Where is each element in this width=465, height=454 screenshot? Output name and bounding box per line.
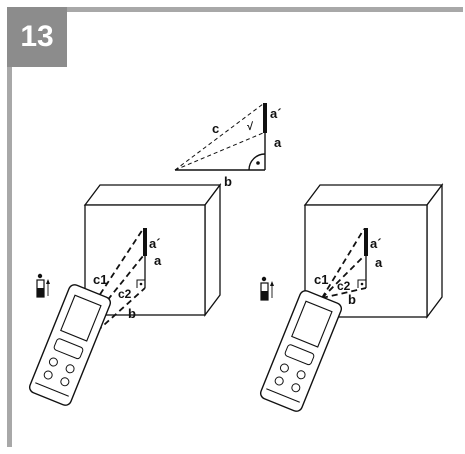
left-laser-device bbox=[28, 284, 112, 406]
left-label-c2: c2 bbox=[118, 287, 132, 301]
triangle-dashed-to-a bbox=[174, 132, 264, 171]
device-reference-top-icon bbox=[260, 276, 274, 301]
right-line-b bbox=[321, 287, 367, 299]
left-device-button bbox=[48, 357, 58, 367]
right-label-a: a bbox=[375, 255, 383, 270]
right-label-c1: c1 bbox=[314, 272, 328, 287]
left-right-angle-dot bbox=[139, 282, 143, 286]
right-wall-side bbox=[426, 183, 443, 319]
right-label-b: b bbox=[348, 292, 356, 307]
left-scene: a´ a c1 c2 b bbox=[28, 183, 222, 406]
right-scene: a´ a c1 c2 b bbox=[259, 183, 444, 412]
left-wall-top bbox=[83, 184, 222, 206]
left-right-angle bbox=[136, 279, 145, 288]
left-device-screen bbox=[60, 294, 102, 342]
triangle-dashed-c bbox=[174, 103, 264, 171]
left-device-button bbox=[65, 364, 75, 374]
left-device-button-main bbox=[53, 338, 84, 360]
label-c: c bbox=[212, 121, 219, 136]
left-label-a-prime: a´ bbox=[149, 236, 161, 251]
left-device-grip bbox=[35, 382, 69, 397]
right-label-a-prime: a´ bbox=[370, 236, 382, 251]
right-angle-dot bbox=[256, 161, 260, 165]
right-device-button bbox=[291, 383, 301, 393]
label-a-prime: a´ bbox=[270, 106, 282, 121]
left-label-a: a bbox=[154, 253, 162, 268]
left-device-button bbox=[60, 377, 70, 387]
right-right-angle-dot bbox=[360, 282, 364, 286]
left-a-prime-segment bbox=[143, 228, 147, 256]
right-line-c1 bbox=[321, 228, 365, 299]
right-a-prime-segment bbox=[364, 228, 368, 256]
right-wall-top bbox=[303, 184, 444, 206]
right-right-angle bbox=[357, 279, 366, 288]
triangle-leg-a-prime bbox=[263, 103, 267, 133]
triangle-sketch: a´ a b c √ bbox=[174, 103, 282, 189]
check-mark: √ bbox=[247, 121, 254, 133]
right-label-c2: c2 bbox=[337, 279, 351, 293]
label-a: a bbox=[274, 135, 282, 150]
left-line-c2 bbox=[44, 255, 144, 379]
right-device-button bbox=[296, 370, 306, 380]
left-device-button bbox=[43, 370, 53, 380]
label-b: b bbox=[224, 174, 232, 189]
device-reference-top-icon bbox=[36, 273, 50, 298]
right-device-button bbox=[279, 363, 289, 373]
figure-frame-left bbox=[7, 7, 12, 447]
figure-frame-top bbox=[7, 7, 463, 12]
right-device-button bbox=[274, 376, 284, 386]
right-device-screen bbox=[291, 300, 333, 348]
left-wall-side bbox=[204, 183, 221, 317]
right-device-grip bbox=[266, 388, 300, 403]
right-device-button-main bbox=[284, 344, 315, 366]
right-angle-arc bbox=[248, 153, 266, 171]
left-label-c1: c1 bbox=[93, 272, 107, 287]
right-laser-device bbox=[259, 290, 343, 412]
figure-number-badge: 13 bbox=[7, 7, 67, 67]
left-label-b: b bbox=[128, 306, 136, 321]
